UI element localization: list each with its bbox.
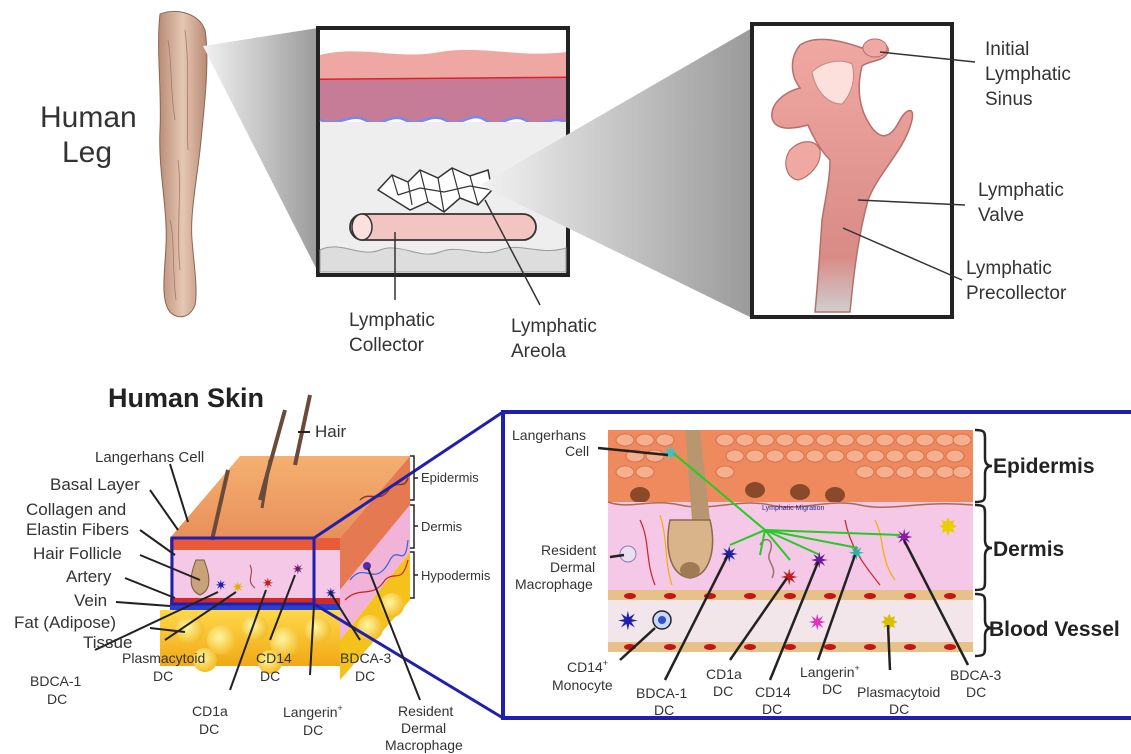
skin-cd1a-label-2: DC	[199, 721, 219, 737]
svg-text:Lymphatic: Lymphatic	[349, 310, 435, 331]
svg-text:✷: ✷	[895, 526, 913, 551]
initial-lymphatic-box	[752, 24, 952, 317]
skin-bdca3-label-1: BDCA-3	[340, 650, 392, 666]
skin-cd14-label-1: CD14	[256, 650, 292, 666]
zoom-langerin-label-1: Langerin+	[800, 663, 860, 680]
zoom-cd14mono-label-1: CD14+	[567, 658, 608, 675]
svg-text:✷: ✷	[780, 566, 798, 591]
svg-text:✷: ✷	[215, 577, 227, 593]
svg-text:Lymphatic: Lymphatic	[985, 64, 1071, 85]
svg-text:✷: ✷	[848, 541, 865, 565]
zoom-bdca1-label-2: DC	[654, 702, 674, 718]
skin-langerin-label-2: DC	[303, 722, 323, 738]
svg-text:Lymphatic: Lymphatic	[511, 316, 597, 337]
svg-text:✷: ✷	[810, 549, 828, 574]
skin-langerhans-label: Langerhans Cell	[95, 449, 204, 466]
svg-text:Lymphatic: Lymphatic	[978, 180, 1064, 201]
skin-rdm-label-3: Macrophage	[385, 737, 463, 753]
svg-text:Collector: Collector	[349, 335, 425, 356]
skin-dermis-label: Dermis	[421, 519, 463, 534]
skin-bdca1-label-2: DC	[47, 691, 67, 707]
skin-langerin-label-1: Langerin+	[283, 703, 343, 720]
hair-follicle-label: Hair Follicle	[33, 544, 122, 563]
zoom-bdca1-label-1: BDCA-1	[636, 685, 688, 701]
zoom-blood-vessel-label: Blood Vessel	[989, 618, 1120, 641]
svg-text:✷: ✷	[292, 561, 304, 577]
zoom-plasma-label-1: Plasmacytoid	[857, 684, 940, 700]
migration-label: Lymphatic Migration	[762, 505, 824, 512]
svg-text:Valve: Valve	[978, 205, 1024, 226]
zoom-cd1a-label-1: CD1a	[706, 666, 742, 682]
zoom-rdm-label-1: Resident	[541, 542, 596, 558]
skin-cd14-label-2: DC	[260, 668, 280, 684]
skin-rdm-label-2: Dermal	[401, 720, 446, 736]
zoom-cd14-label-2: DC	[762, 701, 782, 717]
zoom-dermis-label: Dermis	[993, 538, 1064, 561]
basal-layer-label: Basal Layer	[50, 475, 140, 494]
svg-text:Precollector: Precollector	[966, 283, 1067, 304]
fat-label-1: Fat (Adipose)	[14, 613, 116, 632]
zoom-bdca3-label-1: BDCA-3	[950, 667, 1002, 683]
svg-text:Areola: Areola	[511, 341, 566, 362]
skin-rdm-label-1: Resident	[398, 703, 453, 719]
vein-label: Vein	[74, 591, 107, 610]
svg-text:✷: ✷	[262, 575, 274, 591]
hair-label: Hair	[315, 422, 347, 441]
zoom-plasma-label-2: DC	[889, 701, 909, 717]
collagen-label-2: Elastin Fibers	[26, 520, 129, 539]
skin-layer-braces	[410, 456, 418, 598]
zoom-langerin-label-2: DC	[822, 681, 842, 697]
svg-text:✷: ✷	[662, 441, 679, 465]
leg-label-line1: Human	[40, 101, 137, 134]
svg-text:✸: ✸	[938, 513, 958, 541]
svg-text:✷: ✷	[617, 607, 639, 637]
leg-label-line2: Leg	[62, 136, 112, 169]
zoom-cd14mono-label-2: Monocyte	[552, 677, 613, 693]
skin-plasma-label-1: Plasmacytoid	[122, 650, 205, 666]
skin-plasma-label-2: DC	[153, 668, 173, 684]
zoom-cone-1	[203, 28, 318, 272]
collagen-label-1: Collagen and	[26, 500, 126, 519]
skin-hypodermis-label: Hypodermis	[421, 568, 491, 583]
skin-title: Human Skin	[108, 383, 264, 413]
skin-bdca1-label-1: BDCA-1	[30, 673, 82, 689]
zoom-cd1a-label-2: DC	[713, 683, 733, 699]
svg-text:Sinus: Sinus	[985, 89, 1033, 110]
zoom-rdm-label-3: Macrophage	[515, 576, 593, 592]
zoom-cd14-label-1: CD14	[755, 684, 791, 700]
skin-cd1a-label-1: CD1a	[192, 703, 228, 719]
zoom-bdca3-label-2: DC	[966, 684, 986, 700]
skin-epidermis-label: Epidermis	[421, 470, 479, 485]
zoom-langerhans-label-1: Langerhans	[512, 427, 586, 443]
svg-text:Lymphatic: Lymphatic	[966, 258, 1052, 279]
artery-label: Artery	[66, 567, 112, 586]
zoom-langerhans-label-2: Cell	[565, 443, 589, 459]
leg-illustration	[159, 11, 207, 316]
zoom-rdm-label-2: Dermal	[550, 559, 595, 575]
skin-bdca3-label-2: DC	[355, 668, 375, 684]
svg-text:Initial: Initial	[985, 39, 1029, 60]
zoom-epidermis-label: Epidermis	[993, 455, 1095, 478]
lymphatic-collector-box	[318, 28, 568, 275]
svg-text:✷: ✷	[808, 611, 826, 636]
